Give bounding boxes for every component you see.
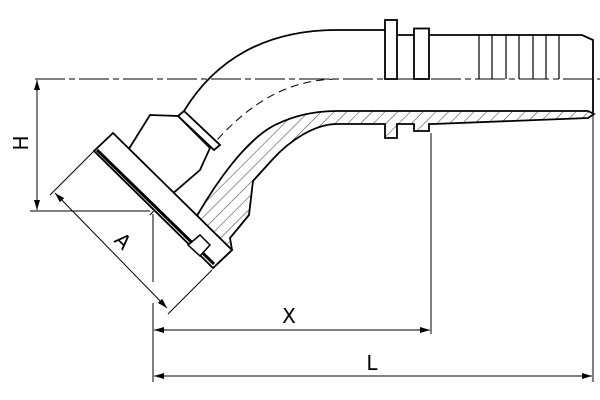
label-x: X (282, 304, 296, 328)
label-a: A (110, 228, 137, 255)
dim-a (54, 192, 168, 309)
collar-2 (413, 27, 430, 80)
hatched-section (189, 110, 596, 270)
tube-stem (429, 34, 594, 115)
serrations (478, 35, 560, 79)
tube-outer-top (183, 29, 385, 112)
hidden-bore (149, 78, 338, 216)
label-l: L (366, 351, 378, 375)
label-h: H (9, 135, 33, 150)
collar-1 (384, 19, 398, 80)
